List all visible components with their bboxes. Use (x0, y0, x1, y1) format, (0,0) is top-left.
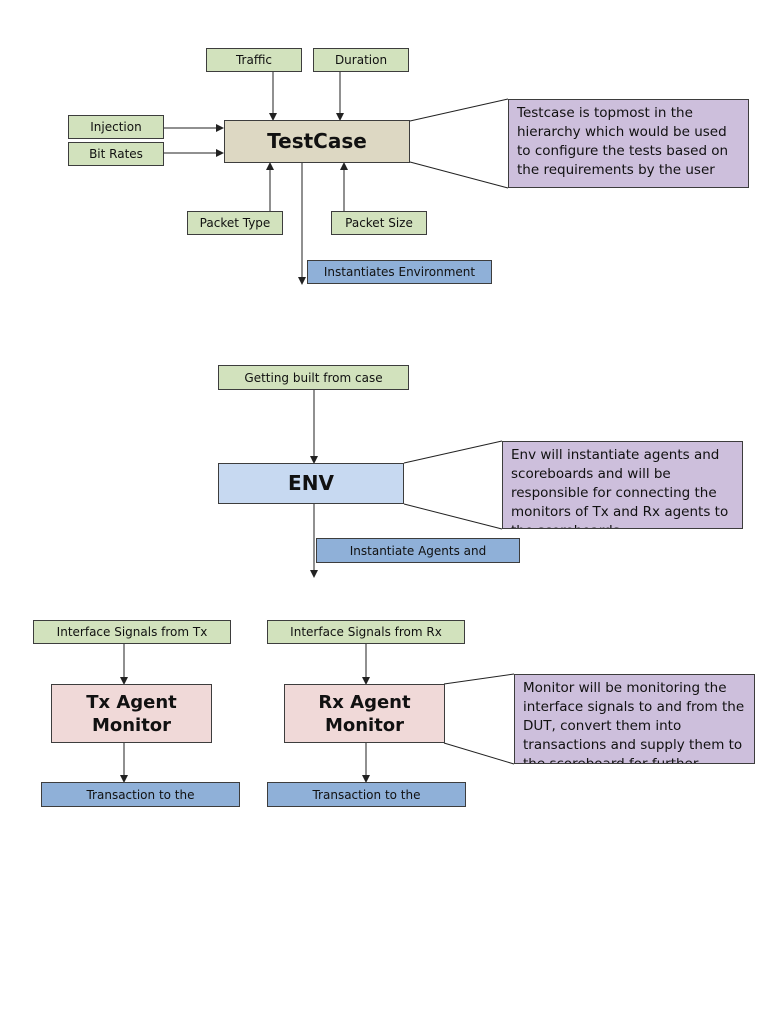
output-rx-transaction: Transaction to the (267, 782, 466, 807)
input-getting-built: Getting built from case (218, 365, 409, 390)
callout-testcase-top (409, 98, 509, 122)
output-tx-transaction: Transaction to the (41, 782, 240, 807)
callout-testcase-bottom (409, 161, 509, 189)
output-instantiate-agents: Instantiate Agents and (316, 538, 520, 563)
rx-agent-monitor-node: Rx Agent Monitor (284, 684, 445, 743)
callout-env-bottom (403, 503, 503, 530)
input-packet-size: Packet Size (331, 211, 427, 235)
input-packet-type: Packet Type (187, 211, 283, 235)
input-tx-signals: Interface Signals from Tx (33, 620, 231, 644)
input-duration: Duration (313, 48, 409, 72)
note-env: Env will instantiate agents and scoreboa… (502, 441, 743, 529)
callout-monitor-bottom (443, 742, 515, 765)
note-monitor: Monitor will be monitoring the interface… (514, 674, 755, 764)
input-traffic: Traffic (206, 48, 302, 72)
input-rx-signals: Interface Signals from Rx (267, 620, 465, 644)
input-bit-rates: Bit Rates (68, 142, 164, 166)
output-instantiates-environment: Instantiates Environment (307, 260, 492, 284)
input-injection: Injection (68, 115, 164, 139)
env-node: ENV (218, 463, 404, 504)
note-testcase: Testcase is topmost in the hierarchy whi… (508, 99, 749, 188)
callout-monitor-top (443, 673, 515, 685)
callout-env-top (403, 440, 503, 464)
tx-agent-monitor-node: Tx Agent Monitor (51, 684, 212, 743)
testcase-node: TestCase (224, 120, 410, 163)
